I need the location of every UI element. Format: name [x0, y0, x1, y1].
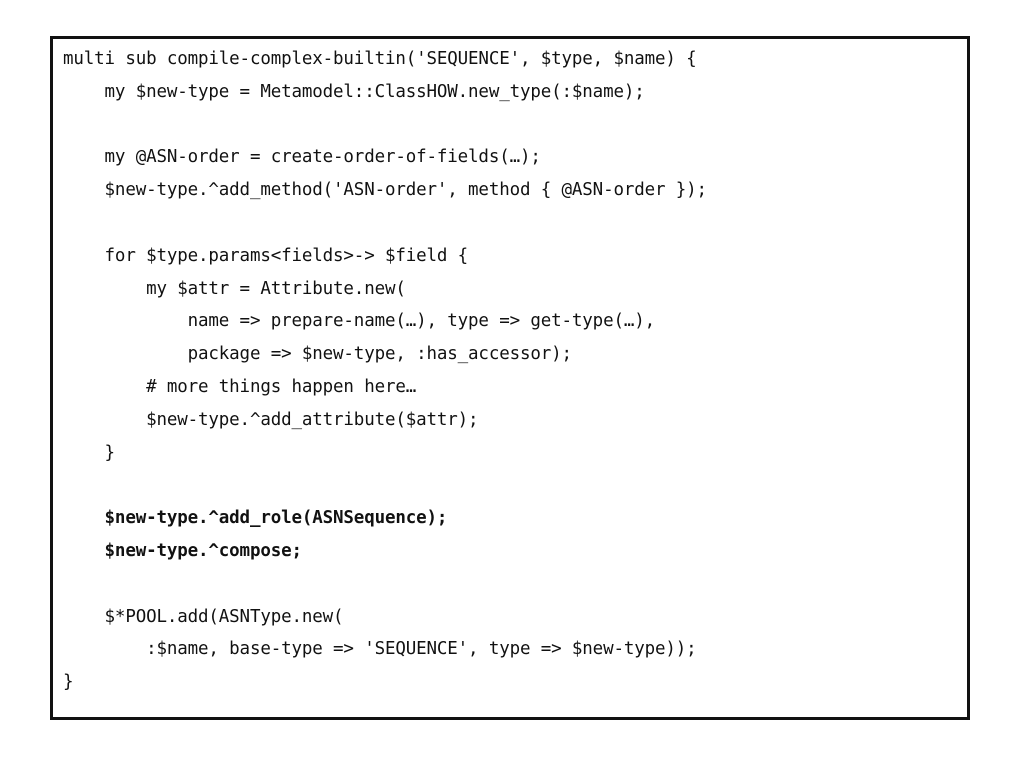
code-line: my @ASN-order = create-order-of-fields(……: [63, 147, 541, 168]
code-line: $*POOL.add(ASNType.new(: [63, 606, 344, 627]
code-line: $new-type.^add_attribute($attr);: [63, 409, 479, 430]
code-line: }: [63, 442, 116, 463]
code-block: multi sub compile-complex-builtin('SEQUE…: [50, 36, 970, 720]
code-line: }: [63, 672, 74, 693]
code-line: [63, 207, 707, 240]
code-line: multi sub compile-complex-builtin('SEQUE…: [63, 49, 697, 69]
code-line: [63, 109, 707, 142]
code-line: $new-type.^add_role(ASNSequence);: [63, 508, 448, 529]
code-line: my $attr = Attribute.new(: [63, 278, 406, 299]
code-line: name => prepare-name(…), type => get-typ…: [63, 311, 656, 332]
code-line: package => $new-type, :has_accessor);: [63, 344, 572, 365]
code-line: [63, 568, 707, 601]
code-line: $new-type.^add_method('ASN-order', metho…: [63, 180, 708, 201]
code-line: :$name, base-type => 'SEQUENCE', type =>…: [63, 639, 697, 660]
code-lines: multi sub compile-complex-builtin('SEQUE…: [63, 43, 707, 699]
code-line: # more things happen here…: [63, 376, 417, 397]
code-line: [63, 469, 707, 502]
code-line: for $type.params<fields>-> $field {: [63, 245, 469, 266]
code-line: my $new-type = Metamodel::ClassHOW.new_t…: [63, 81, 645, 102]
code-line: $new-type.^compose;: [63, 540, 303, 561]
